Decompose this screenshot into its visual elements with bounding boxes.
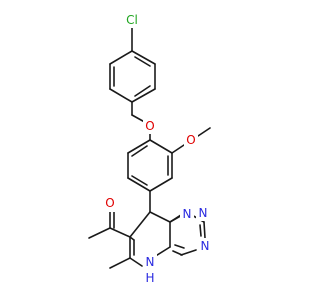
bond [171,144,185,154]
ether-oxygen-label: O [145,119,154,133]
amine-nitrogen-label: N [146,255,155,269]
bond [129,211,151,238]
label-bg [143,270,157,286]
bond [149,211,171,223]
bond [174,244,185,249]
molecule-diagram: Cl O O O N N N N H [88,12,212,286]
label-bg [184,132,198,148]
bond [149,139,173,154]
bond [172,250,183,256]
bond [203,221,206,239]
bridge-nitrogen-label: N [183,207,192,221]
bond [127,177,151,192]
bond [131,145,148,157]
label-bg [103,196,117,212]
bond [134,56,151,67]
triazole-nitrogen-right-label: N [201,239,210,253]
label-bg [143,254,157,270]
bond [131,88,156,103]
bond [134,85,151,97]
amine-hydrogen-label: H [145,271,154,285]
bond [109,88,133,103]
label-bg [122,12,142,28]
bond [109,257,131,269]
label-bg [196,205,210,221]
bond [180,249,197,256]
bond [197,127,211,137]
label-bg [198,238,212,254]
bond [149,177,173,192]
bond [129,236,135,241]
bond [129,257,143,267]
label-bg [180,206,194,222]
bond [131,50,156,65]
methoxy-oxygen-label: O [186,133,195,147]
label-layer: Cl O O O N N N N H [103,12,212,286]
triazole-nitrogen-top-label: N [199,206,208,220]
bond [127,139,151,154]
carbonyl-oxygen-label: O [105,196,114,210]
bond [199,224,202,237]
bond [131,175,148,186]
bond [109,50,133,65]
bond [88,227,111,239]
bond [109,227,131,238]
label-bg [143,118,157,134]
chlorine-atom-label: Cl [126,13,138,27]
